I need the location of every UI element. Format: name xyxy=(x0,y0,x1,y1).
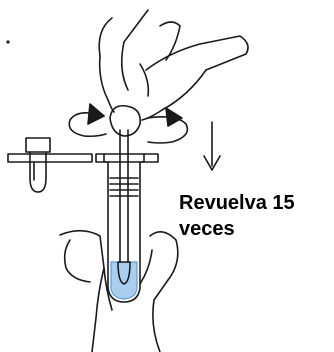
rotation-arrow-icon-right xyxy=(148,108,187,143)
instruction-line-2: veces xyxy=(179,216,329,242)
stray-dot xyxy=(6,40,9,43)
rotation-arrow-icon xyxy=(69,104,106,136)
buffer-liquid xyxy=(111,262,137,299)
extraction-tube xyxy=(104,154,144,302)
down-arrow-icon xyxy=(204,122,220,170)
instruction-line-1: Revuelva 15 xyxy=(179,190,329,216)
swab xyxy=(118,130,130,284)
instruction-text: Revuelva 15 veces xyxy=(179,190,329,242)
